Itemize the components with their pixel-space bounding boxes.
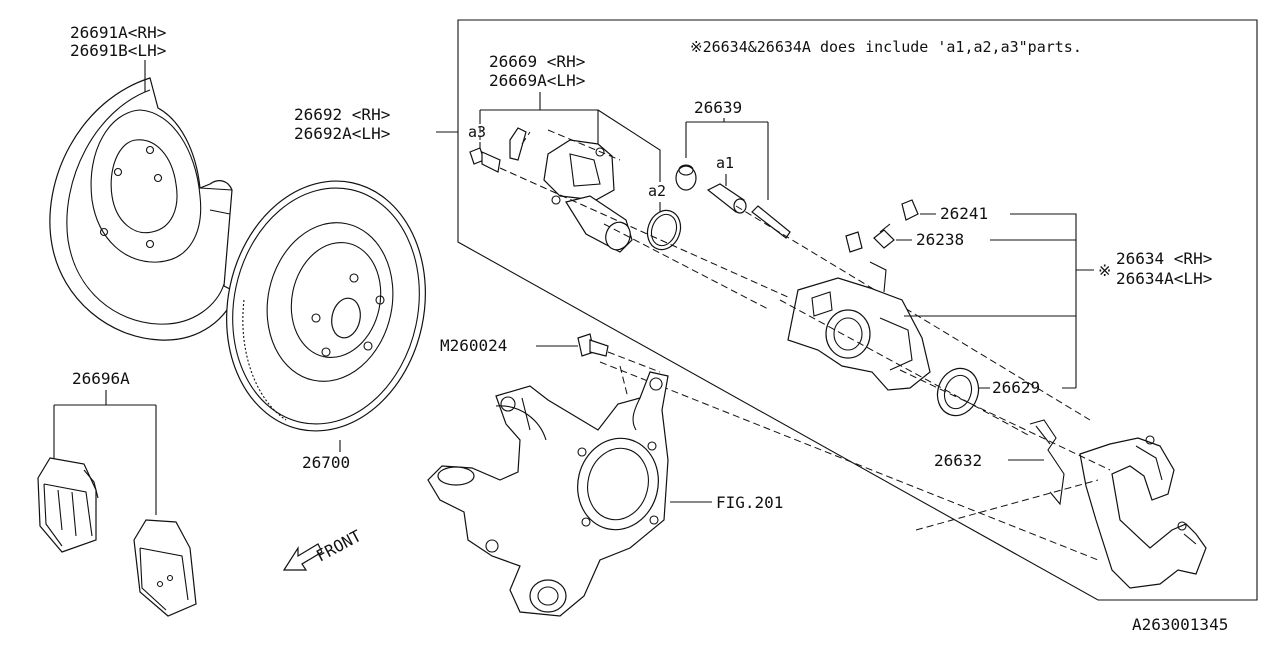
assembly-frame (457, 19, 1258, 601)
label-rotor: 26700 (302, 453, 350, 472)
dust-boot (509, 127, 527, 161)
brake-rotor-drawing (226, 180, 426, 432)
label-front: FRONT (313, 526, 365, 566)
guide-pin-a3 (469, 147, 501, 173)
label-caliper-mark: ※ (1098, 261, 1111, 280)
brake-pad-outer (133, 519, 197, 617)
caliper-support-bracket (1079, 435, 1207, 589)
electric-parking-actuator (543, 139, 633, 253)
pad-clip (1029, 419, 1065, 506)
label-shield-lh: 26691B<LH> (70, 41, 166, 60)
label-piston-rh: 26669 <RH> (489, 52, 585, 71)
sleeve-a1 (706, 183, 747, 214)
bleeder-cap (901, 199, 919, 221)
label-caliper-rh: 26634 <RH> (1116, 249, 1212, 268)
guide-pin (751, 205, 791, 239)
label-pads: 26696A (72, 369, 130, 388)
piston-seal (936, 367, 980, 417)
label-shield-rh: 26691A<RH> (70, 23, 166, 42)
label-pin-set: 26639 (694, 98, 742, 117)
label-caliper-lh: 26634A<LH> (1116, 269, 1212, 288)
o-ring-a2 (646, 209, 682, 251)
label-knuckle-fig: FIG.201 (716, 493, 783, 512)
caliper-body-drawing (787, 231, 931, 391)
pin-boot (675, 164, 697, 191)
front-arrow (282, 543, 323, 571)
label-bleeder: 26238 (916, 230, 964, 249)
label-a2: a2 (648, 182, 666, 200)
knuckle-bolt (577, 333, 609, 357)
assembly-note: ※26634&26634A does include 'a1,a2,a3"par… (690, 38, 1082, 56)
label-bleeder-cap: 26241 (940, 204, 988, 223)
brake-pad-inner (37, 457, 99, 553)
bleeder-screw (873, 223, 895, 249)
label-a1: a1 (716, 154, 734, 172)
label-a3: a3 (468, 123, 486, 141)
diagram-id: A263001345 (1132, 615, 1228, 634)
label-bracket-lh: 26692A<LH> (294, 124, 390, 143)
dust-shield-drawing (49, 77, 237, 341)
label-piston-lh: 26669A<LH> (489, 71, 585, 90)
label-clip: 26632 (934, 451, 982, 470)
steering-knuckle-drawing (427, 371, 669, 617)
label-bracket-rh: 26692 <RH> (294, 105, 390, 124)
label-seal: 26629 (992, 378, 1040, 397)
label-bolt: M260024 (440, 336, 507, 355)
